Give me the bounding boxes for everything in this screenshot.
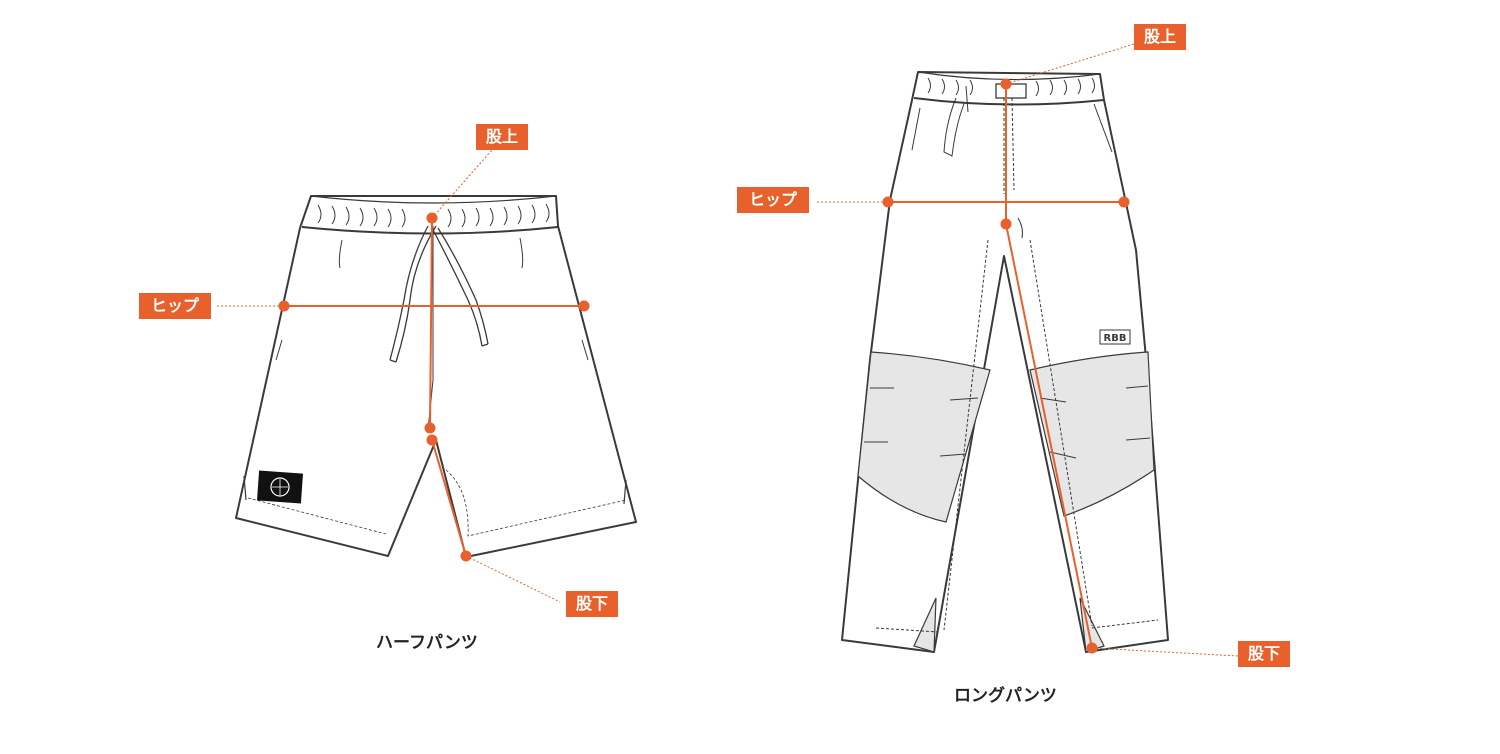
half-inseam-tag: 股下 <box>566 591 618 617</box>
half-hip-tag: ヒップ <box>139 293 211 319</box>
right-knee-panel <box>1029 351 1155 517</box>
half-inseam-line <box>431 439 467 557</box>
half-pants-ruching <box>317 203 550 228</box>
half-pants-measurements <box>217 149 590 603</box>
long-inseam-line <box>1005 223 1093 649</box>
left-knee-panel <box>857 351 991 523</box>
half-pants-caption: ハーフパンツ <box>376 633 478 653</box>
long-hip-tag: ヒップ <box>737 187 809 213</box>
long-pants-waistband <box>913 97 1105 106</box>
long-inseam-tag: 股下 <box>1238 641 1290 667</box>
half-rise-line <box>429 217 433 429</box>
half-rise-tag: 股上 <box>476 124 528 150</box>
half-pants-outline <box>235 195 637 558</box>
half-pants-drawing <box>235 195 637 558</box>
long-pants-knee-panels <box>857 351 1155 653</box>
left-hem-panel <box>913 597 937 653</box>
half-pants-drawstring <box>389 225 489 363</box>
brand-patch-text: RBB <box>1104 333 1127 344</box>
long-pants-caption: ロングパンツ <box>954 686 1057 706</box>
long-pants-brand-patch: RBB <box>1099 329 1131 345</box>
long-rise-tag: 股上 <box>1134 24 1186 50</box>
half-pants-logo-patch <box>257 470 303 504</box>
long-pants-measurements <box>817 43 1239 657</box>
